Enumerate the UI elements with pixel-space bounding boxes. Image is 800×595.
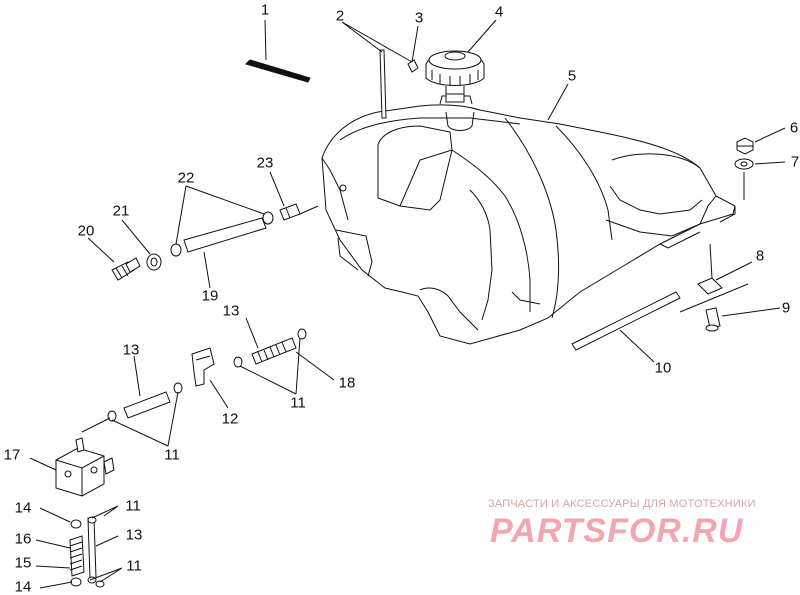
callout-11-right: 11: [290, 394, 306, 412]
callout-14-bottom: 14: [14, 578, 32, 595]
tank-washer: [734, 158, 754, 170]
valve-12: [191, 347, 215, 387]
callout-13-spring: 13: [222, 302, 240, 320]
clamp-22b: [262, 211, 274, 225]
callout-6: 6: [789, 119, 799, 137]
rubber-strip: [571, 291, 681, 351]
tank-vent-pin: [379, 49, 387, 119]
watermark-caption: ЗАПЧАСТИ И АКСЕССУАРЫ ДЛЯ МОТОТЕХНИКИ: [488, 498, 756, 510]
watermark-logo: PARTSFOR.RU: [490, 512, 744, 550]
clamp-11b: [233, 328, 307, 368]
callout-17: 17: [3, 446, 21, 464]
callout-11-mid: 11: [164, 446, 180, 464]
ring-21: [146, 253, 162, 271]
fuel-tank: [321, 95, 736, 345]
callout-15: 15: [14, 554, 32, 572]
spring-hose-18: [251, 337, 297, 365]
callout-2: 2: [335, 7, 345, 25]
mount-bolt: [705, 307, 721, 332]
callout-8: 8: [755, 247, 765, 265]
callout-11-pump-bottom: 11: [126, 557, 142, 575]
callout-23: 23: [256, 154, 274, 172]
mount-plate: [697, 277, 723, 295]
callout-13-hose: 13: [122, 341, 140, 359]
callout-4: 4: [494, 3, 504, 21]
callout-19: 19: [201, 287, 219, 305]
tank-clip: [407, 59, 419, 73]
tank-strap: [245, 59, 311, 83]
clamp-22a: [170, 243, 182, 257]
callout-5: 5: [567, 67, 577, 85]
hose-19: [183, 217, 267, 253]
callout-18: 18: [338, 374, 356, 392]
callout-14-top: 14: [14, 499, 32, 517]
leader-lines: [29, 19, 786, 589]
callout-7: 7: [790, 153, 800, 171]
callout-22: 22: [177, 169, 195, 187]
tank-nut: [736, 137, 754, 155]
hose-13a: [123, 391, 171, 419]
callout-10: 10: [654, 359, 672, 377]
callout-16: 16: [14, 530, 32, 548]
callout-20: 20: [77, 222, 95, 240]
callout-21: 21: [112, 202, 130, 220]
callout-13-pump: 13: [125, 526, 143, 544]
pump-hoses-lower: [69, 516, 105, 588]
callout-3: 3: [414, 9, 424, 27]
callout-12: 12: [221, 410, 239, 428]
callout-9: 9: [781, 299, 791, 317]
fuel-cap: [425, 50, 485, 103]
fitting-23: [279, 203, 301, 221]
fuel-pump-17: [55, 437, 115, 497]
fuel-fitting-20: [111, 257, 141, 281]
callout-1: 1: [260, 1, 270, 19]
callout-11-pump-top: 11: [125, 497, 141, 515]
